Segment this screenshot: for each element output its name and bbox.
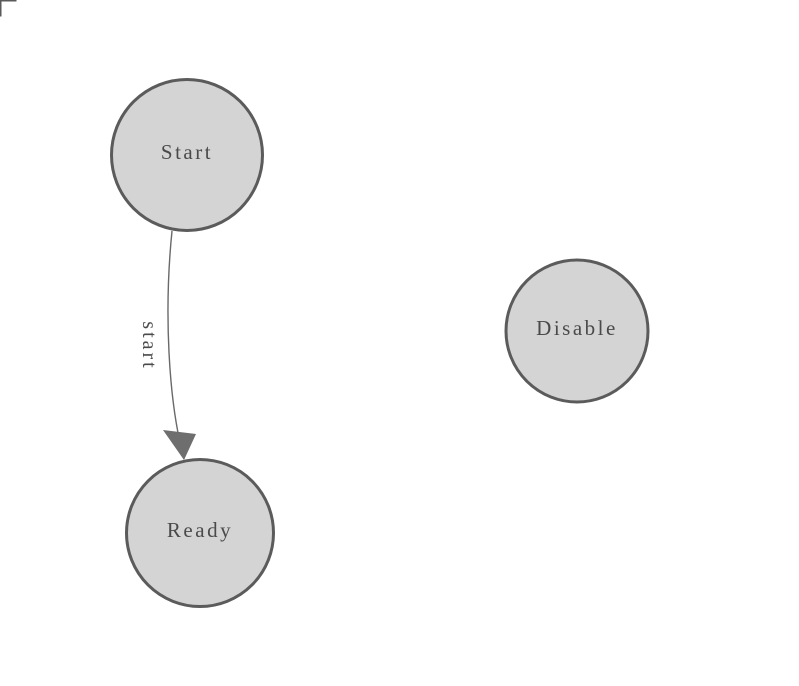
- state-circle-ready[interactable]: [125, 458, 275, 608]
- state-label-start: Start: [161, 140, 213, 164]
- state-node-disable[interactable]: Disable: [504, 258, 650, 404]
- state-label-disable: Disable: [536, 316, 618, 340]
- transition-start-to-ready: start: [138, 230, 196, 460]
- state-label-ready: Ready: [167, 518, 233, 542]
- state-node-ready[interactable]: Ready: [125, 458, 275, 608]
- canvas-corner-mark: [0, 0, 17, 17]
- state-node-start[interactable]: Start: [110, 78, 264, 232]
- transition-edge[interactable]: [167, 230, 185, 460]
- transition-label: start: [138, 321, 160, 370]
- arrowhead-icon: [163, 430, 196, 460]
- state-circle-disable[interactable]: [504, 258, 650, 404]
- state-circle-start[interactable]: [110, 78, 264, 232]
